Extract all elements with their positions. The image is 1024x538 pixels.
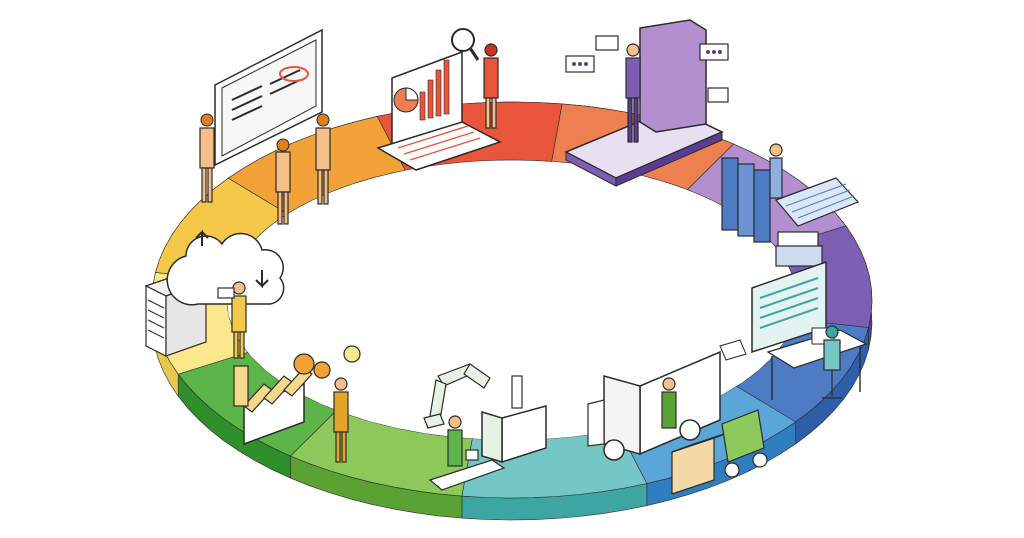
delivery-logistics-icon xyxy=(587,350,768,495)
cloud-server-icon xyxy=(144,229,285,359)
factory-robot-arm-icon xyxy=(423,363,547,491)
manufacturing-plant-icon xyxy=(233,345,361,463)
mobile-communication-icon xyxy=(564,19,729,187)
document-storage-icon xyxy=(721,143,860,267)
presentation-board-icon xyxy=(199,28,331,225)
remote-work-desk-icon xyxy=(719,260,868,400)
analytics-laptop-icon xyxy=(376,28,502,171)
